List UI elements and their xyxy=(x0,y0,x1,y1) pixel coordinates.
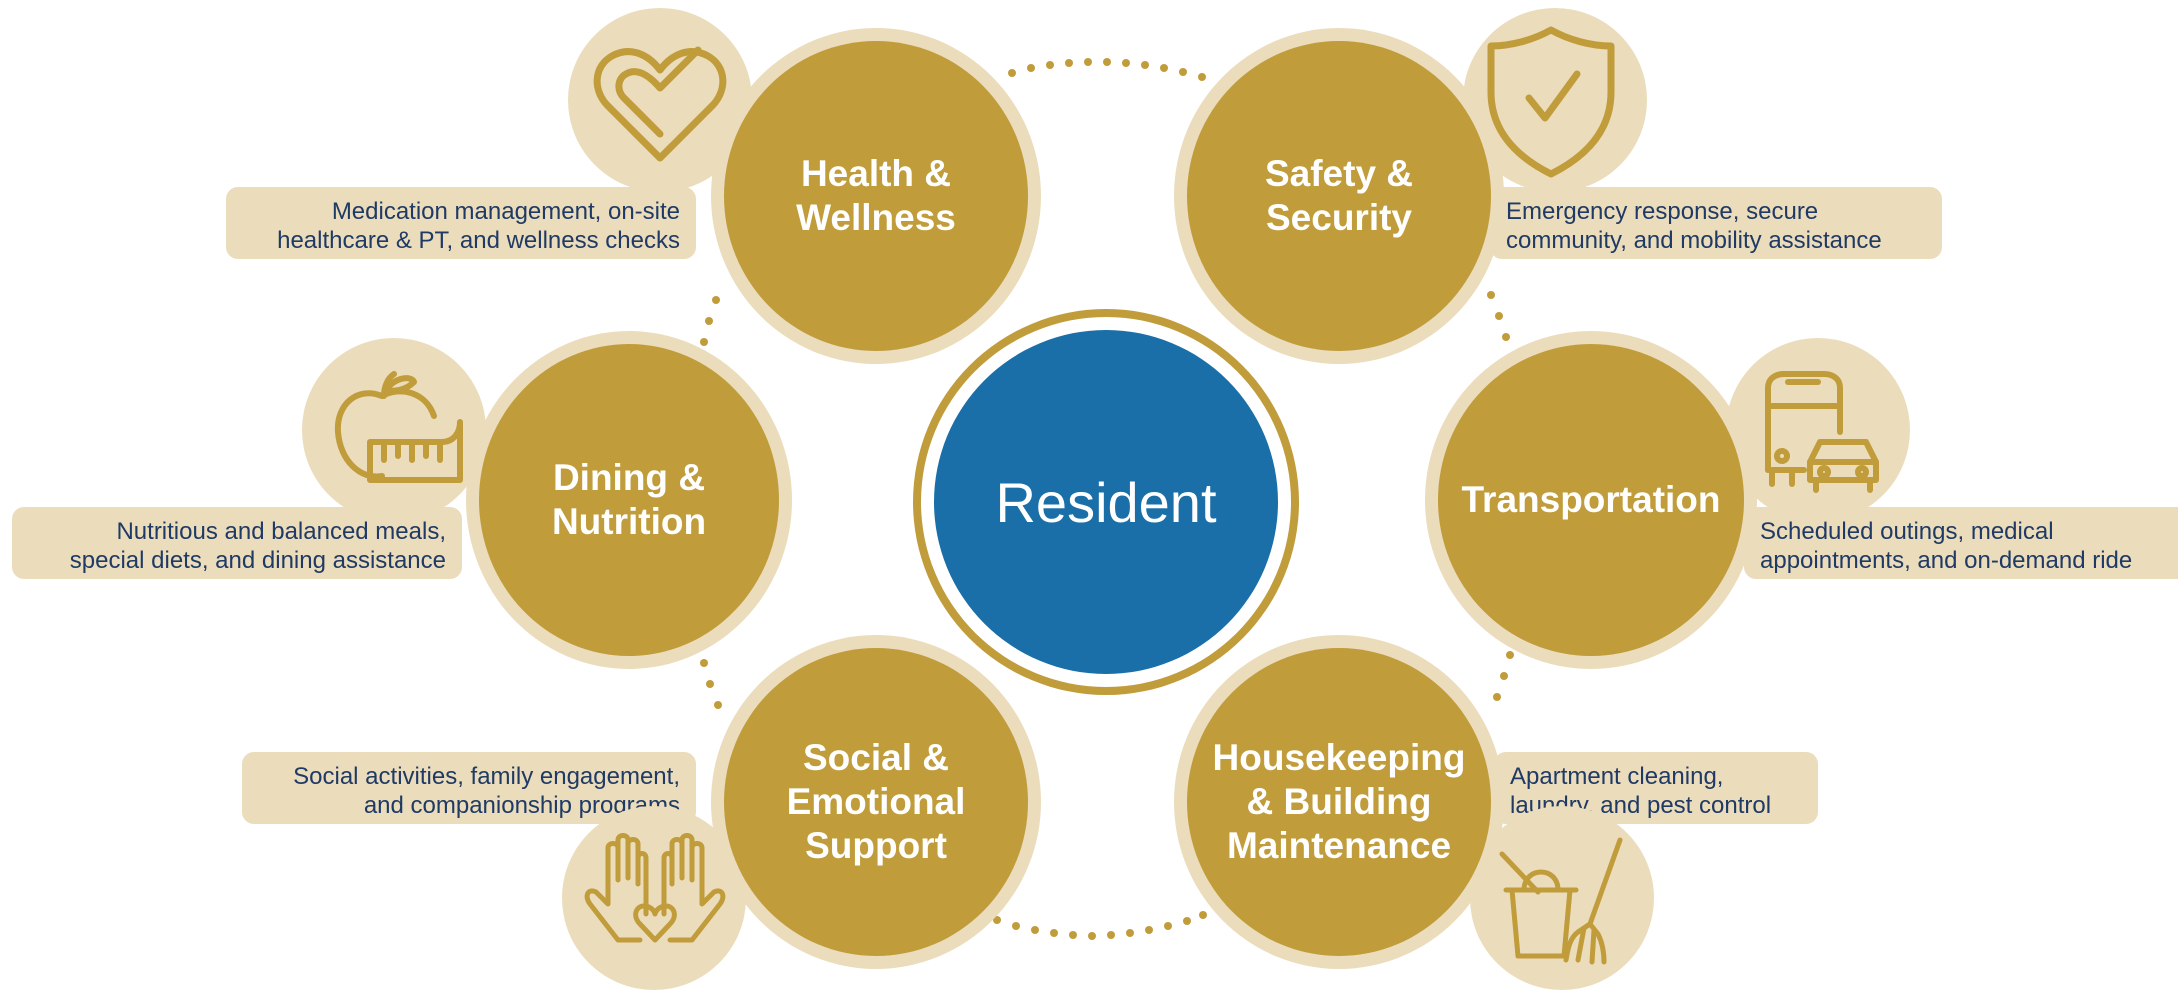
title-line: Health & xyxy=(800,153,952,194)
description-line: appointments, and on-demand ride xyxy=(1760,547,2133,574)
health-wellness-description: Medication management, on-site healthcar… xyxy=(226,187,696,259)
title-line: Emotional xyxy=(786,781,966,822)
bus-car-icon xyxy=(1765,371,1879,493)
title-line: Maintenance xyxy=(1226,825,1452,866)
title-line: Social & xyxy=(803,737,949,778)
shield-check-icon xyxy=(1487,26,1615,178)
service-core: Dining & Nutrition xyxy=(479,344,779,656)
dining-nutrition-description: Nutritious and balanced meals, special d… xyxy=(12,507,462,579)
hands-heart-icon xyxy=(584,833,726,943)
service-housekeeping-maintenance: Housekeeping & Building Maintenance xyxy=(1174,635,1504,969)
service-core: Health & Wellness xyxy=(724,41,1028,351)
resident-hub: Resident xyxy=(913,309,1299,695)
service-title: Social & Emotional Support xyxy=(787,736,966,868)
hub-core: Resident xyxy=(934,330,1278,674)
description-line: special diets, and dining assistance xyxy=(69,547,446,574)
title-line: Wellness xyxy=(796,197,956,238)
service-title: Transportation xyxy=(1461,478,1720,522)
service-core: Safety & Security xyxy=(1187,41,1491,351)
description-line: Social activities, family engagement, xyxy=(293,763,680,790)
description-line: healthcare & PT, and wellness checks xyxy=(277,227,680,254)
title-line: & Building xyxy=(1246,781,1432,822)
service-title: Dining & Nutrition xyxy=(552,456,706,544)
title-line: Security xyxy=(1265,197,1412,238)
apple-measuring-tape-icon xyxy=(334,371,463,483)
service-dining-nutrition: Dining & Nutrition xyxy=(466,331,792,669)
heart-check-icon xyxy=(593,46,727,162)
housekeeping-icon-bubble xyxy=(1470,806,1654,990)
service-transportation: Transportation xyxy=(1425,331,1757,669)
service-core: Housekeeping & Building Maintenance xyxy=(1187,648,1491,956)
service-core: Transportation xyxy=(1438,344,1744,656)
bucket-broom-icon xyxy=(1499,837,1623,965)
description-line: Emergency response, secure xyxy=(1506,198,1819,225)
service-title: Health & Wellness xyxy=(796,152,956,240)
safety-security-description: Emergency response, secure community, an… xyxy=(1490,187,1942,259)
description-line: community, and mobility assistance xyxy=(1506,227,1882,254)
title-line: Nutrition xyxy=(551,501,707,542)
service-social-emotional-support: Social & Emotional Support xyxy=(711,635,1041,969)
hub-label: Resident xyxy=(995,470,1217,534)
transportation-description: Scheduled outings, medical appointments,… xyxy=(1744,507,2178,579)
service-title: Safety & Security xyxy=(1265,152,1413,240)
service-health-wellness: Health & Wellness xyxy=(711,28,1041,364)
dining-icon-bubble xyxy=(302,338,486,522)
description-line: Apartment cleaning, xyxy=(1510,763,1724,790)
service-safety-security: Safety & Security xyxy=(1174,28,1504,364)
service-title: Housekeeping & Building Maintenance xyxy=(1213,736,1466,868)
title-line: Safety & xyxy=(1264,153,1414,194)
description-line: Medication management, on-site xyxy=(331,198,680,225)
title-line: Support xyxy=(805,825,947,866)
description-line: Scheduled outings, medical xyxy=(1760,518,2054,545)
title-line: Transportation xyxy=(1461,479,1721,520)
title-line: Dining & xyxy=(552,457,706,498)
description-line: Nutritious and balanced meals, xyxy=(116,518,446,545)
service-core: Social & Emotional Support xyxy=(724,648,1028,956)
title-line: Housekeeping xyxy=(1212,737,1466,778)
